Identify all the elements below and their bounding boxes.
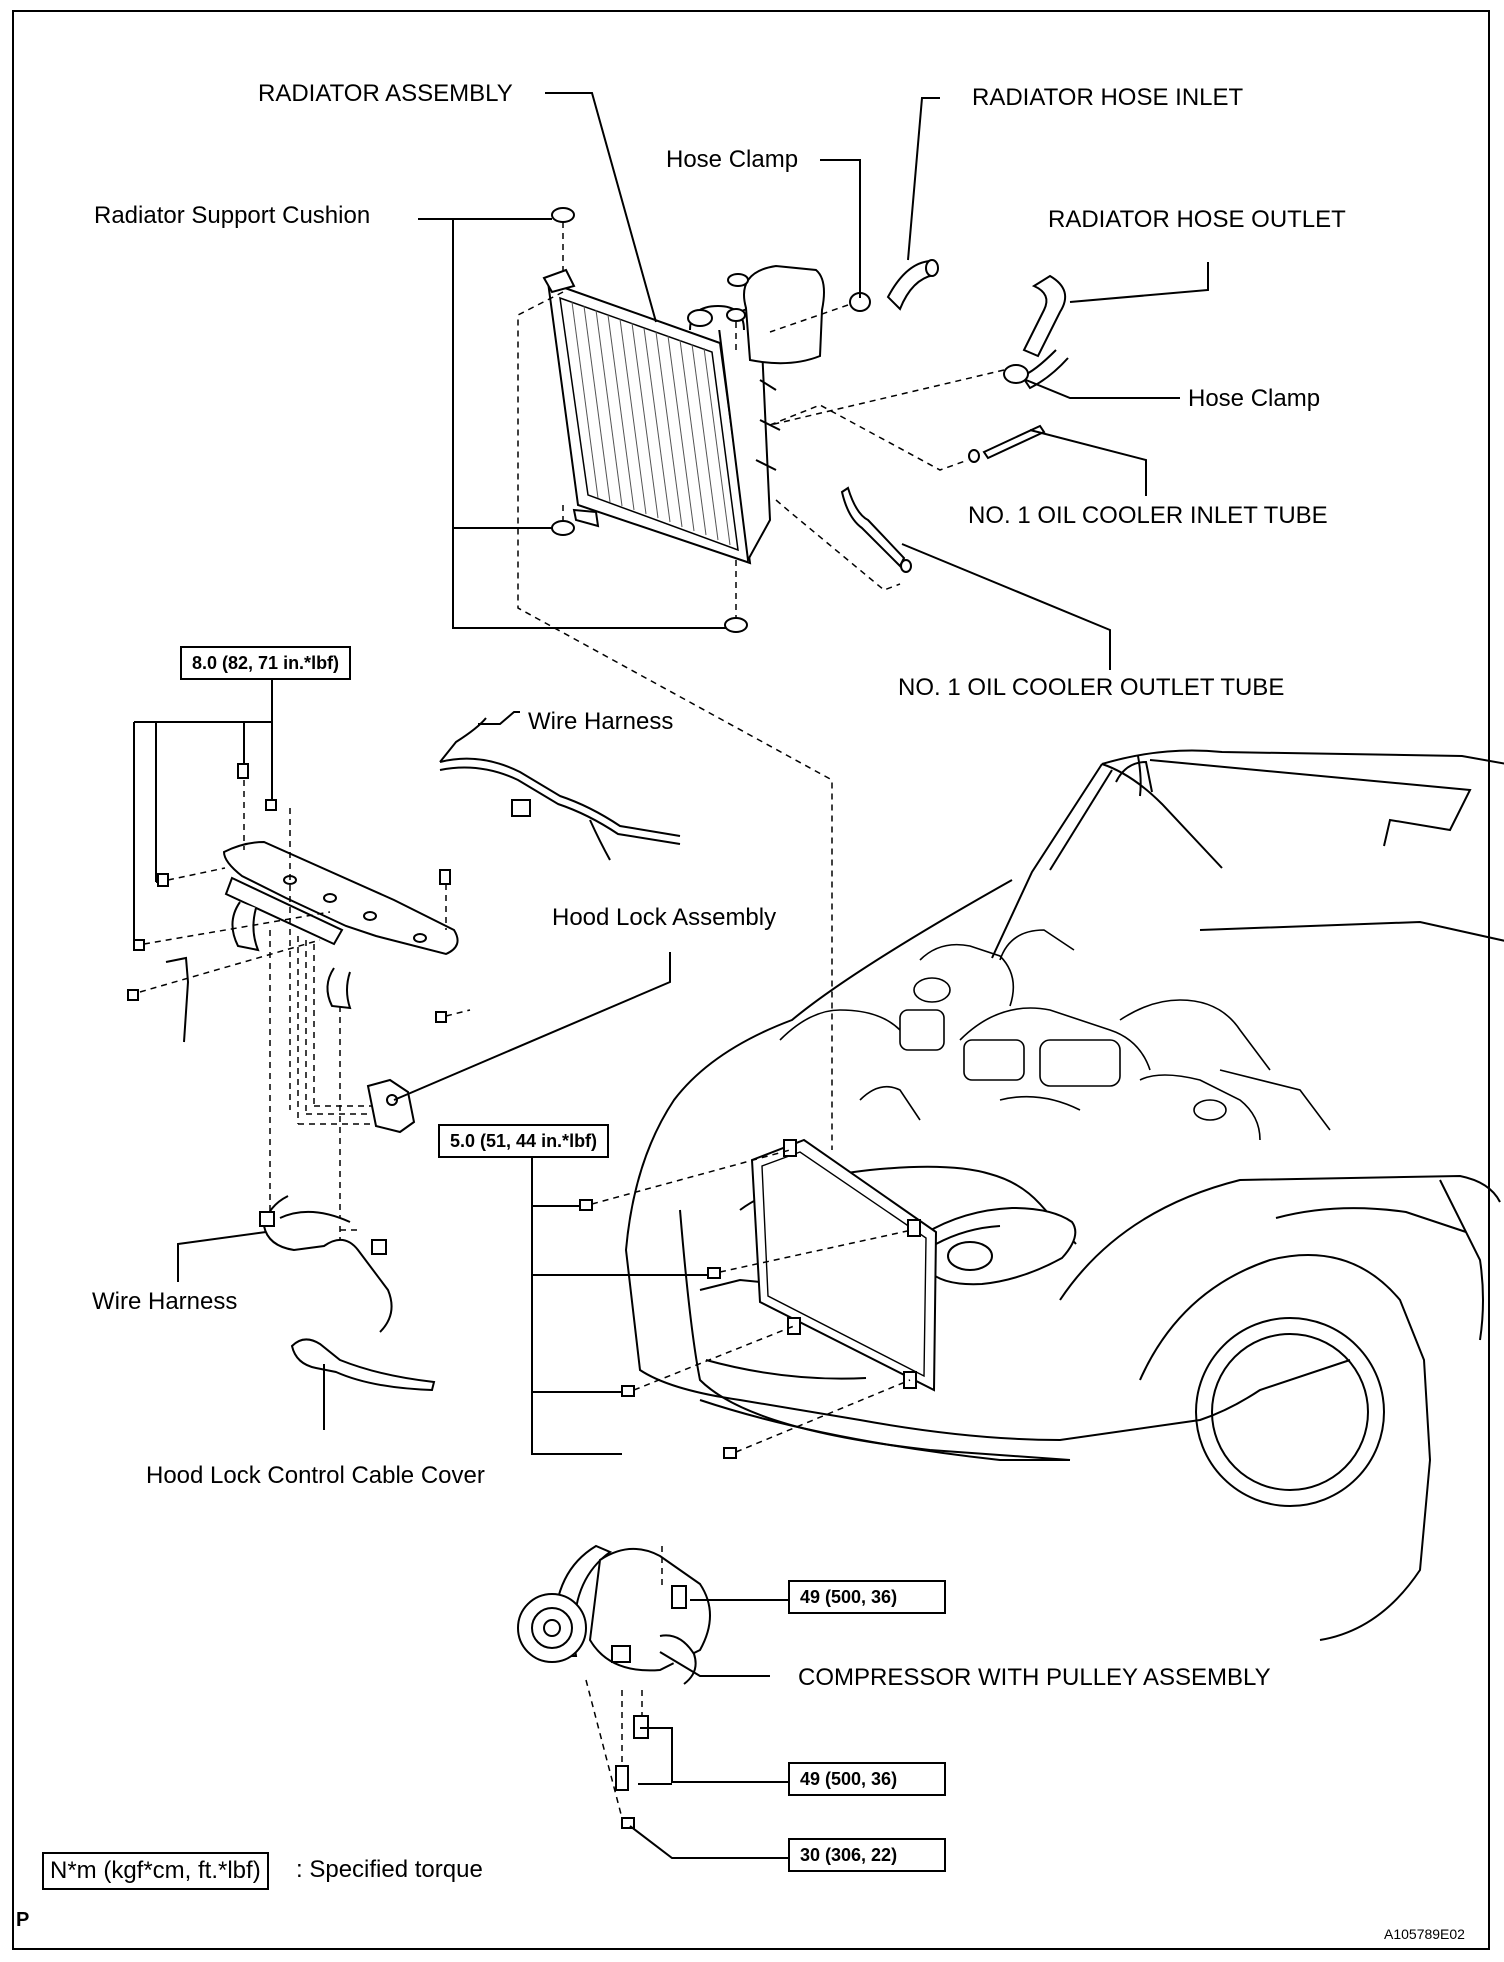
wire-harness-top-drawing	[439, 717, 681, 861]
radiator-assembly-drawing	[542, 264, 825, 565]
radiator-hose-inlet-drawing	[849, 259, 939, 312]
diagram-frame	[12, 10, 1490, 1950]
label-radiator-hose-inlet: RADIATOR HOSE INLET	[972, 84, 1244, 111]
label-radiator-support-cushion: Radiator Support Cushion	[94, 202, 371, 229]
label-wire-harness-top: Wire Harness	[528, 708, 674, 735]
figure-code: A105789E02	[1384, 1926, 1465, 1942]
legend-description: : Specified torque	[296, 1856, 483, 1883]
label-wire-harness-left: Wire Harness	[92, 1288, 238, 1315]
vehicle-front-drawing	[624, 749, 1504, 1641]
hood-lock-control-cable-cover-drawing	[290, 1338, 436, 1392]
wire-harness-left-drawing	[259, 1195, 393, 1333]
radiator-support-cushion-drawing	[551, 207, 748, 633]
label-oil-cooler-outlet-tube: NO. 1 OIL COOLER OUTLET TUBE	[898, 674, 1285, 701]
label-oil-cooler-inlet-tube: NO. 1 OIL COOLER INLET TUBE	[968, 502, 1328, 529]
label-compressor-with-pulley-assembly: COMPRESSOR WITH PULLEY ASSEMBLY	[798, 1664, 1271, 1691]
oil-cooler-outlet-tube-drawing	[840, 486, 912, 573]
page-marker: P	[16, 1909, 30, 1931]
compressor-drawing	[517, 1544, 711, 1829]
label-hood-lock-control-cable-cover: Hood Lock Control Cable Cover	[146, 1462, 485, 1489]
legend-torque-unit-box: N*m (kgf*cm, ft.*lbf)	[42, 1852, 269, 1890]
label-hose-clamp-top: Hose Clamp	[666, 146, 799, 173]
label-radiator-assembly: RADIATOR ASSEMBLY	[258, 80, 513, 107]
torque-box-condenser-bolts: 5.0 (51, 44 in.*lbf)	[438, 1124, 610, 1158]
torque-box-support-bolts: 8.0 (82, 71 in.*lbf)	[180, 646, 352, 680]
radiator-hose-outlet-drawing	[1003, 274, 1069, 390]
torque-box-compressor-bolt-lower: 49 (500, 36)	[788, 1762, 946, 1796]
label-hose-clamp-right: Hose Clamp	[1188, 385, 1321, 412]
torque-box-compressor-bolt-top: 49 (500, 36)	[788, 1580, 946, 1614]
condenser-drawing	[750, 1138, 938, 1392]
hood-lock-assembly-drawing	[366, 1078, 416, 1134]
oil-cooler-inlet-tube-drawing	[968, 424, 1046, 463]
label-radiator-hose-outlet: RADIATOR HOSE OUTLET	[1048, 206, 1346, 233]
radiator-support-drawing	[127, 763, 459, 1043]
torque-box-compressor-nut: 30 (306, 22)	[788, 1838, 946, 1872]
label-hood-lock-assembly: Hood Lock Assembly	[552, 904, 777, 931]
